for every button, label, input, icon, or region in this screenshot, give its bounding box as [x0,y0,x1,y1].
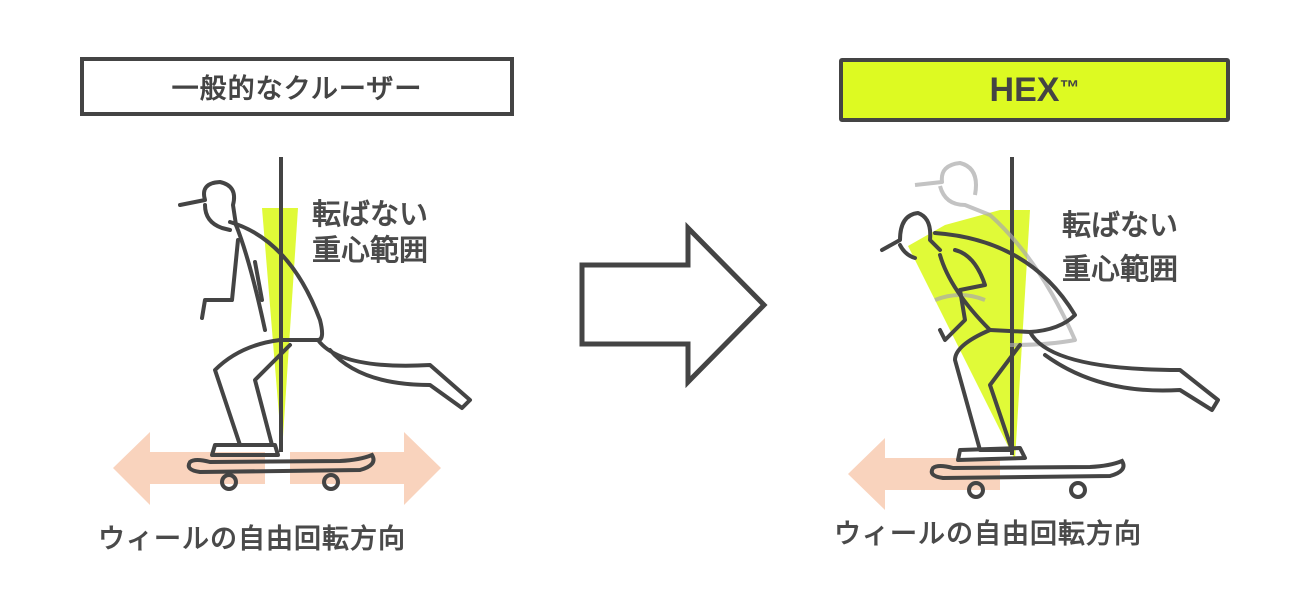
left-caption-line1: 転ばない [312,197,429,231]
right-skater-figure [880,211,1220,462]
left-skater-figure [178,180,472,457]
right-arrow-left [848,438,1000,510]
right-title: HEX [989,70,1060,109]
left-caption-line2: 重心範囲 [312,233,429,267]
left-title: 一般的なクルーザー [171,74,423,105]
right-caption-line2: 重心範囲 [1062,252,1179,286]
right-skateboard [929,458,1126,499]
right-balance-cone [908,210,1030,460]
left-skateboard [186,452,376,491]
right-caption: 転ばない 重心範囲 [1062,203,1178,291]
left-bottom-label: ウィールの自由回転方向 [98,524,406,555]
trademark-mark: ™ [1059,76,1080,99]
right-caption-line1: 転ばない [1062,208,1179,242]
left-caption: 転ばない 重心範囲 [312,196,428,268]
left-wheel-direction-arrows [113,432,441,505]
left-title-box: 一般的なクルーザー [80,57,514,116]
right-bottom-label: ウィールの自由回転方向 [834,519,1142,550]
transition-arrow [579,221,768,389]
